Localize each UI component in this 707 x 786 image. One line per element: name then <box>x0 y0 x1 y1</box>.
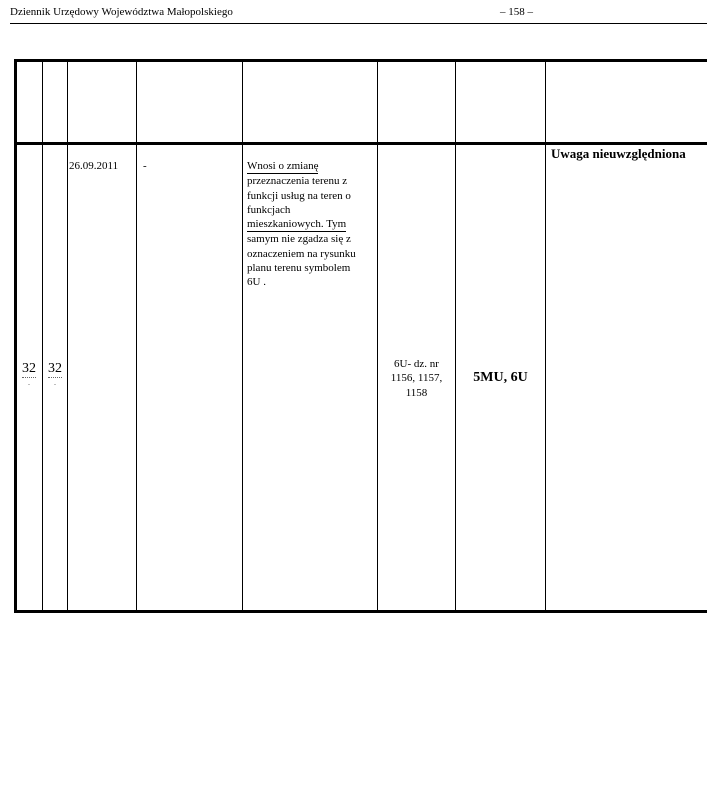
parcel-line: 6U- dz. nr <box>394 358 439 370</box>
submission-date: 26.09.2011 <box>69 160 119 172</box>
column-divider <box>67 59 68 613</box>
description-line: Wnosi o zmianę <box>247 159 319 175</box>
description-line: funkcji usług na teren o <box>247 189 351 202</box>
remark-decision: Uwaga nieuwzględniona <box>551 146 686 161</box>
column-divider <box>42 59 43 613</box>
parcel-line: 1158 <box>405 386 428 399</box>
description-line: planu terenu symbolem <box>247 262 351 275</box>
description-line: 6U . <box>247 276 266 289</box>
parcel-numbers: 6U- dz. nr 1156, 1157, 1158 <box>378 357 455 400</box>
page-number: – 158 – <box>500 6 533 18</box>
description-line: samym nie zgadza się z <box>247 233 351 246</box>
column-divider <box>545 59 546 613</box>
description-line: funkcjach <box>247 203 291 216</box>
description-line: oznaczeniem na rysunku <box>247 247 356 260</box>
description-line: mieszkaniowych. Tym <box>247 217 347 233</box>
row-number-primary: 32 . <box>22 361 36 387</box>
column-divider <box>455 59 456 613</box>
column-divider <box>377 59 378 613</box>
table-bottom-border <box>14 610 707 613</box>
table-top-border <box>14 59 707 62</box>
parcel-line: 1156, 1157, <box>390 372 443 385</box>
table-header-divider <box>14 142 707 145</box>
remark-description: Wnosi o zmianę przeznaczenia terenu z fu… <box>247 159 375 290</box>
table-left-border <box>14 59 17 613</box>
row-number-secondary: 32 . <box>48 361 62 387</box>
description-line: przeznaczenia terenu z <box>247 175 348 188</box>
column-divider <box>242 59 243 613</box>
journal-title: Dziennik Urzędowy Województwa Małopolski… <box>10 6 233 18</box>
submitter-placeholder: - <box>143 160 147 172</box>
page-header: Dziennik Urzędowy Województwa Małopolski… <box>10 5 707 24</box>
plan-symbols: 5MU, 6U <box>473 370 528 385</box>
column-divider <box>136 59 137 613</box>
